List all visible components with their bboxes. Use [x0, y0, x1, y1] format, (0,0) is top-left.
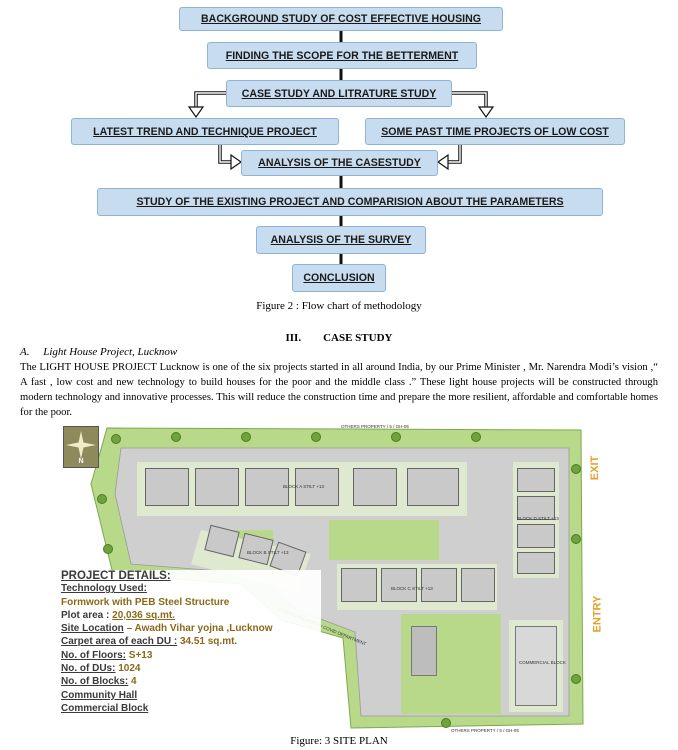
- arrow-left-merge-head: [230, 153, 243, 171]
- project-details-panel: PROJECT DETAILS: Technology Used: Formwo…: [61, 570, 321, 717]
- tree: [311, 432, 321, 442]
- block-a-unit: [295, 468, 339, 506]
- blocks-label: No. of Blocks:: [61, 676, 129, 688]
- arrow-right-branch: [452, 91, 488, 108]
- project-details-title: PROJECT DETAILS:: [61, 570, 171, 582]
- dus-label: No. of DUs:: [61, 663, 116, 675]
- block-d-unit: [517, 552, 555, 574]
- tree: [571, 464, 581, 474]
- section-heading: III. CASE STUDY: [285, 332, 393, 344]
- site-plan-figure: BLOCK A STILT +13 BLOCK D STILT +13 BLOC…: [61, 424, 605, 736]
- flow-box-case-study: CASE STUDY AND LITRATURE STUDY: [226, 80, 452, 107]
- plot-area-value: 20,036 sq.mt.: [112, 609, 175, 621]
- flow-box-past-projects: SOME PAST TIME PROJECTS OF LOW COST: [365, 118, 625, 145]
- block-c-unit: [461, 568, 495, 602]
- commercial-block-building: [515, 626, 557, 706]
- block-c-unit: [341, 568, 377, 602]
- site-location-value: – Awadh Vihar yojna ,Lucknow: [126, 623, 273, 635]
- subsection-heading: A. Light House Project, Lucknow: [20, 346, 178, 358]
- top-property-label: OTHERS PROPERTY / 5 / GH-05: [341, 424, 409, 429]
- tree: [471, 432, 481, 442]
- plot-area-label: Plot area :: [61, 609, 110, 621]
- block-d-unit: [517, 468, 555, 492]
- tree: [571, 674, 581, 684]
- carpet-area-label: Carpet area of each DU :: [61, 636, 178, 648]
- tree: [103, 544, 113, 554]
- block-c-label: BLOCK C STILT +13: [391, 586, 433, 591]
- block-d-unit: [517, 524, 555, 548]
- block-c-unit: [421, 568, 457, 602]
- flowchart-connectors: [187, 31, 495, 264]
- flow-box-scope: FINDING THE SCOPE FOR THE BETTERMENT: [207, 42, 477, 69]
- community-hall-item: Community Hall: [61, 689, 138, 701]
- flow-box-background-study: BACKGROUND STUDY OF COST EFFECTIVE HOUSI…: [179, 7, 503, 31]
- block-a-label: BLOCK A STILT +13: [283, 484, 324, 489]
- flow-box-existing-project: STUDY OF THE EXISTING PROJECT AND COMPAR…: [97, 188, 603, 216]
- floors-row: No. of Floors: S+13: [61, 650, 321, 663]
- technology-label: Technology Used:: [61, 583, 147, 595]
- flow-box-analysis-survey: ANALYSIS OF THE SURVEY: [256, 226, 426, 254]
- compass-north: N: [78, 458, 84, 465]
- tree: [571, 534, 581, 544]
- plot-area-row: Plot area : 20,036 sq.mt.: [61, 610, 321, 623]
- figure-3-caption: Figure: 3 SITE PLAN: [290, 735, 388, 747]
- carpet-area-row: Carpet area of each DU : 34.51 sq.mt.: [61, 636, 321, 649]
- carpet-area-value: 34.51 sq.mt.: [179, 636, 238, 648]
- arrow-right-merge-head: [436, 153, 449, 171]
- tree: [97, 494, 107, 504]
- site-location-label: Site Location: [61, 623, 124, 635]
- bottom-property-label: OTHERS PROPERTY / 5 / GH-05: [451, 728, 519, 733]
- block-a-unit: [195, 468, 239, 506]
- commercial-label: COMMERCIAL BLOCK: [519, 660, 566, 665]
- block-d-label: BLOCK D STILT +13: [517, 516, 559, 521]
- flow-box-analysis-casestudy: ANALYSIS OF THE CASESTUDY: [241, 150, 438, 176]
- tree: [171, 432, 181, 442]
- dus-value: 1024: [118, 663, 141, 675]
- arrow-right-merge-inner: [447, 145, 461, 163]
- commercial-block-item: Commercial Block: [61, 702, 149, 714]
- block-a-unit: [407, 468, 459, 506]
- arrow-right-branch-inner: [452, 92, 487, 108]
- tree: [391, 432, 401, 442]
- arrow-right-merge: [447, 145, 462, 164]
- figure-2-caption: Figure 2 : Flow chart of methodology: [256, 300, 422, 312]
- case-study-paragraph: The LIGHT HOUSE PROJECT Lucknow is one o…: [20, 362, 658, 418]
- block-b-label: BLOCK B STILT +13: [247, 550, 289, 555]
- site-location-row: Site Location – Awadh Vihar yojna ,Luckn…: [61, 623, 321, 636]
- technology-value: Formwork with PEB Steel Structure: [61, 596, 230, 608]
- tree: [111, 434, 121, 444]
- flow-box-conclusion: CONCLUSION: [292, 264, 386, 292]
- methodology-flowchart: BACKGROUND STUDY OF COST EFFECTIVE HOUSI…: [0, 0, 678, 295]
- blocks-row: No. of Blocks: 4: [61, 676, 321, 689]
- floors-value: S+13: [128, 649, 153, 661]
- arrow-left-branch-inner: [195, 92, 226, 108]
- compass-icon: N: [63, 426, 99, 468]
- arrow-left-merge: [218, 145, 232, 164]
- dus-row: No. of DUs: 1024: [61, 663, 321, 676]
- community-hall-building: [411, 626, 437, 676]
- tree: [441, 718, 451, 728]
- block-a-unit: [145, 468, 189, 506]
- arrow-right-head: [477, 106, 495, 119]
- green-patch-2: [329, 520, 439, 560]
- entry-label: ENTRY: [591, 595, 604, 633]
- block-c-unit: [381, 568, 417, 602]
- arrow-left-merge-inner: [219, 145, 232, 163]
- block-a-unit: [245, 468, 289, 506]
- tree: [241, 432, 251, 442]
- floors-label: No. of Floors:: [61, 649, 126, 661]
- arrow-left-branch: [194, 91, 226, 108]
- arrow-left-head: [187, 106, 205, 119]
- block-d-unit: [517, 496, 555, 520]
- flow-box-latest-trend: LATEST TREND AND TECHNIQUE PROJECT: [71, 118, 339, 145]
- block-a-unit: [353, 468, 397, 506]
- blocks-value: 4: [131, 676, 137, 688]
- exit-label: EXIT: [589, 455, 602, 481]
- compass-rose: [66, 431, 96, 459]
